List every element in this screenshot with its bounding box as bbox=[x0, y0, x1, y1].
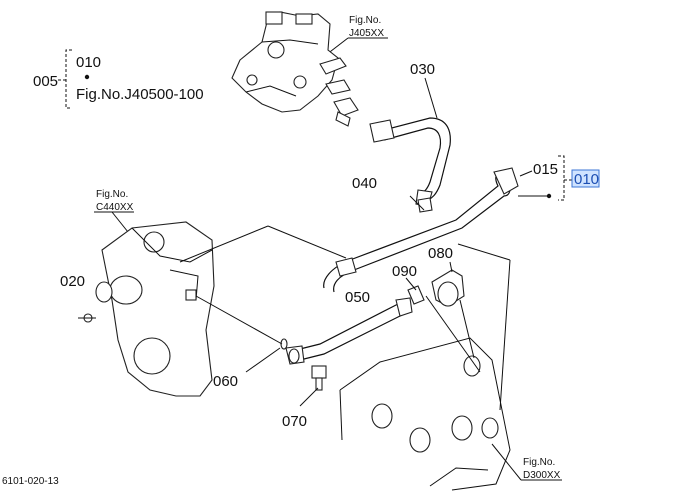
label-050: 050 bbox=[345, 289, 370, 306]
pipe-050 bbox=[285, 297, 413, 365]
injection-pump-drawing bbox=[231, 11, 359, 127]
leader-lines bbox=[179, 225, 511, 411]
figure-code: 6101-020-13 bbox=[2, 476, 59, 487]
label-020: 020 bbox=[60, 273, 85, 290]
pipe-030 bbox=[369, 77, 451, 207]
part-040-fitting bbox=[409, 195, 433, 213]
label-070: 070 bbox=[282, 413, 307, 430]
highlight-010[interactable] bbox=[571, 169, 600, 188]
label-040: 040 bbox=[352, 175, 377, 192]
fig-ref-d300-title: Fig.No. bbox=[523, 457, 555, 468]
part-080-fitting bbox=[431, 261, 465, 307]
fig-ref-j40500[interactable]: Fig.No.J40500-100 bbox=[76, 86, 204, 103]
part-060-washer bbox=[245, 338, 288, 373]
label-090: 090 bbox=[392, 263, 417, 280]
fig-ref-c440-code[interactable]: C440XX bbox=[96, 202, 134, 213]
label-005: 005 bbox=[33, 73, 58, 90]
fig-ref-j405-code[interactable]: J405XX bbox=[349, 28, 384, 39]
engine-block-drawing bbox=[339, 337, 511, 491]
label-030: 030 bbox=[410, 61, 435, 78]
label-015: 015 bbox=[533, 161, 558, 178]
fig-ref-j405-title: Fig.No. bbox=[349, 15, 381, 26]
label-010-top: 010 bbox=[76, 54, 101, 71]
label-080: 080 bbox=[428, 245, 453, 262]
fig-ref-d300-code[interactable]: D300XX bbox=[523, 470, 561, 481]
part-090-clamp bbox=[405, 277, 425, 305]
fig-ref-c440-title: Fig.No. bbox=[96, 189, 128, 200]
part-070-bolt bbox=[299, 365, 327, 407]
pipe-010 bbox=[323, 167, 548, 293]
label-010-right[interactable]: 010 bbox=[574, 171, 599, 188]
group-bracket-005 bbox=[58, 49, 90, 109]
gear-case-drawing bbox=[78, 221, 215, 397]
label-060: 060 bbox=[213, 373, 238, 390]
